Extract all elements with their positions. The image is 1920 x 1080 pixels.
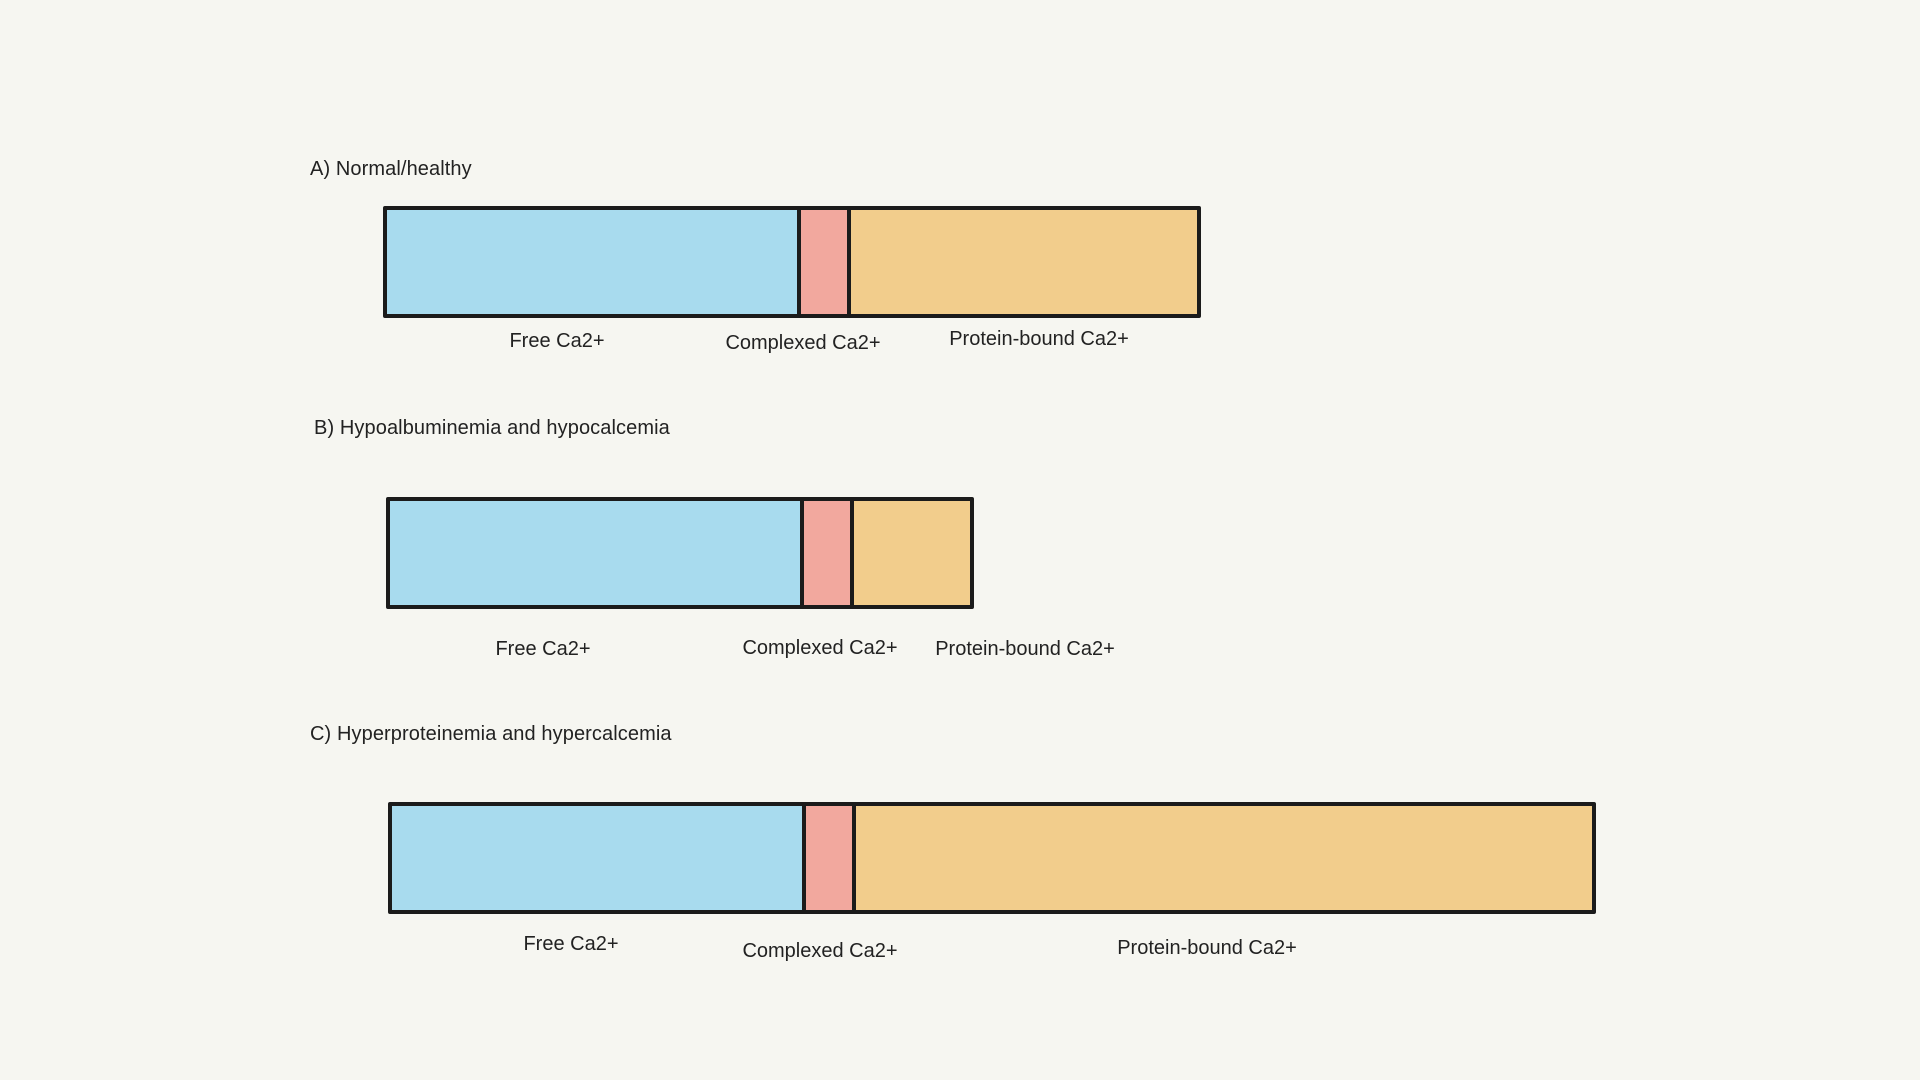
complexed-ca-segment <box>802 806 852 910</box>
panel-c-title: C) Hyperproteinemia and hypercalcemia <box>310 723 672 745</box>
panel-c-complexed-label: Complexed Ca2+ <box>742 940 898 962</box>
protein-bound-ca-segment <box>847 210 1197 314</box>
complexed-ca-segment <box>800 501 850 605</box>
panel-a-title: A) Normal/healthy <box>310 158 472 180</box>
panel-b-bar <box>386 497 974 609</box>
panel-c-bar <box>388 802 1596 914</box>
panel-a-complexed-label: Complexed Ca2+ <box>725 332 881 354</box>
panel-a-protein-bound-label: Protein-bound Ca2+ <box>949 328 1129 350</box>
panel-c-free-label: Free Ca2+ <box>523 933 619 955</box>
panel-c-protein-bound-label: Protein-bound Ca2+ <box>1117 937 1297 959</box>
panel-b-protein-bound-label: Protein-bound Ca2+ <box>935 638 1115 660</box>
panel-b-complexed-label: Complexed Ca2+ <box>742 637 898 659</box>
free-ca-segment <box>392 806 802 910</box>
free-ca-segment <box>387 210 797 314</box>
panel-b-title: B) Hypoalbuminemia and hypocalcemia <box>314 417 670 439</box>
complexed-ca-segment <box>797 210 847 314</box>
free-ca-segment <box>390 501 800 605</box>
protein-bound-ca-segment <box>850 501 970 605</box>
panel-a-bar <box>383 206 1201 318</box>
panel-b-free-label: Free Ca2+ <box>495 638 591 660</box>
panel-a-free-label: Free Ca2+ <box>509 330 605 352</box>
protein-bound-ca-segment <box>852 806 1592 910</box>
